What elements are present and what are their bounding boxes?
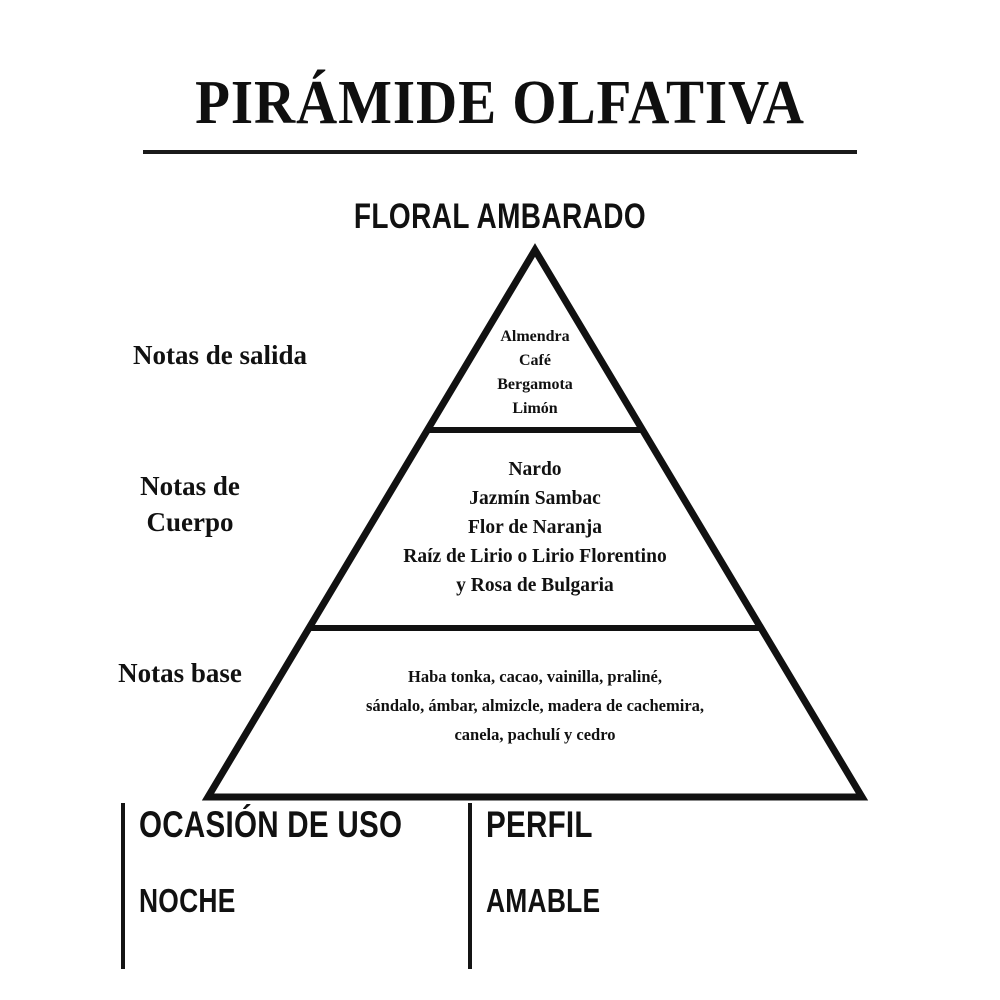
heart-notes-list: Nardo Jazmín Sambac Flor de Naranja Raíz… <box>335 455 735 600</box>
note-item: Flor de Naranja <box>468 517 602 538</box>
note-item: Limón <box>512 400 558 417</box>
side-label-notas-de-cuerpo: Notas de Cuerpo <box>45 468 335 540</box>
side-label-line: Notas de salida <box>132 340 308 370</box>
side-label-notas-de-salida: Notas de salida <box>55 337 385 373</box>
title-underline-rule <box>143 150 857 154</box>
note-item: canela, pachulí y cedro <box>454 725 616 744</box>
page-title-block: PIRÁMIDE OLFATIVA <box>0 69 1000 154</box>
note-item: Bergamota <box>497 376 573 393</box>
note-item: Jazmín Sambac <box>469 488 601 509</box>
side-label-line: Notas base <box>118 658 242 688</box>
note-item: Nardo <box>508 459 562 480</box>
info-column-value: AMABLE <box>486 882 601 919</box>
pyramid-family-heading: FLORAL AMBARADO <box>353 197 647 236</box>
info-column-ocasion-de-uso: OCASIÓN DE USO NOCHE <box>121 803 451 969</box>
note-item: Haba tonka, cacao, vainilla, praliné, <box>408 667 662 686</box>
info-column-title: OCASIÓN DE USO <box>139 804 403 845</box>
top-notes-list: Almendra Café Bergamota Limón <box>385 325 685 421</box>
info-column-value: NOCHE <box>139 882 236 919</box>
side-label-notas-base: Notas base <box>30 655 330 691</box>
note-item: Raíz de Lirio o Lirio Florentino <box>403 546 667 567</box>
base-notes-list: Haba tonka, cacao, vainilla, praliné, sá… <box>255 662 815 749</box>
note-item: y Rosa de Bulgaria <box>456 575 614 596</box>
note-item: sándalo, ámbar, almizcle, madera de cach… <box>365 696 705 715</box>
info-column-title: PERFIL <box>486 804 593 845</box>
info-column-perfil: PERFIL AMABLE <box>468 803 768 969</box>
side-label-line: Cuerpo <box>146 507 234 537</box>
page-title: PIRÁMIDE OLFATIVA <box>195 69 805 137</box>
note-item: Café <box>519 352 551 369</box>
note-item: Almendra <box>500 328 570 345</box>
side-label-line: Notas de <box>140 471 240 501</box>
